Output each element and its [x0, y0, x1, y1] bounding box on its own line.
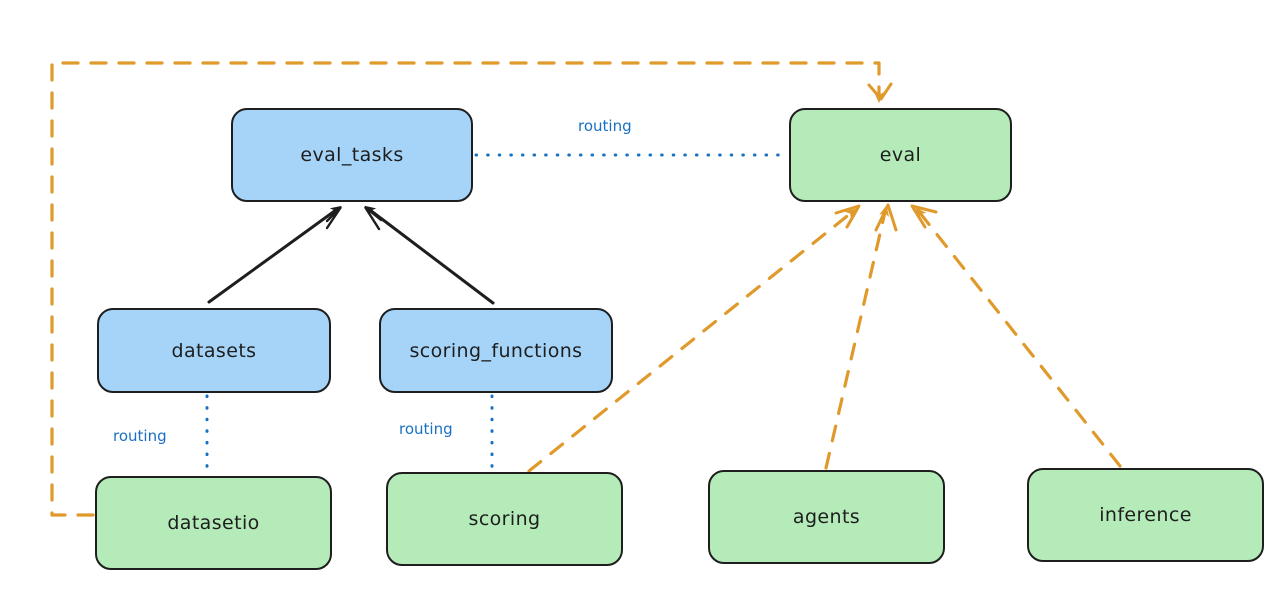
node-eval[interactable]: eval: [789, 108, 1012, 202]
node-label-agents: agents: [792, 506, 861, 528]
edge-datasetio-dependency-eval: [50, 61, 893, 517]
node-label-inference: inference: [1099, 504, 1192, 526]
node-label-datasets: datasets: [171, 339, 257, 362]
edge-scoring-dependency-eval: [527, 204, 861, 473]
node-datasets[interactable]: datasets: [97, 308, 331, 393]
edge-label-routing-scoring: routing: [399, 420, 453, 438]
node-datasetio[interactable]: datasetio: [95, 476, 332, 570]
node-label-datasetio: datasetio: [167, 512, 260, 534]
edge-scoring-functions-to-eval-tasks: [363, 205, 495, 305]
edge-agents-dependency-eval: [824, 203, 898, 470]
node-label-eval-tasks: eval_tasks: [300, 144, 404, 166]
node-label-scoring-functions: scoring_functions: [409, 339, 583, 362]
node-agents[interactable]: agents: [708, 470, 945, 564]
edge-label-routing-eval: routing: [578, 117, 632, 135]
edge-label-routing-datasetio: routing: [113, 427, 167, 445]
node-label-eval: eval: [879, 144, 922, 166]
node-scoring-functions[interactable]: scoring_functions: [379, 308, 613, 393]
edge-datasets-to-eval-tasks: [207, 205, 342, 304]
node-label-scoring: scoring: [468, 508, 541, 530]
node-eval-tasks[interactable]: eval_tasks: [231, 108, 473, 202]
node-inference[interactable]: inference: [1027, 468, 1264, 562]
edge-inference-dependency-eval: [910, 204, 1122, 468]
node-scoring[interactable]: scoring: [386, 472, 623, 566]
